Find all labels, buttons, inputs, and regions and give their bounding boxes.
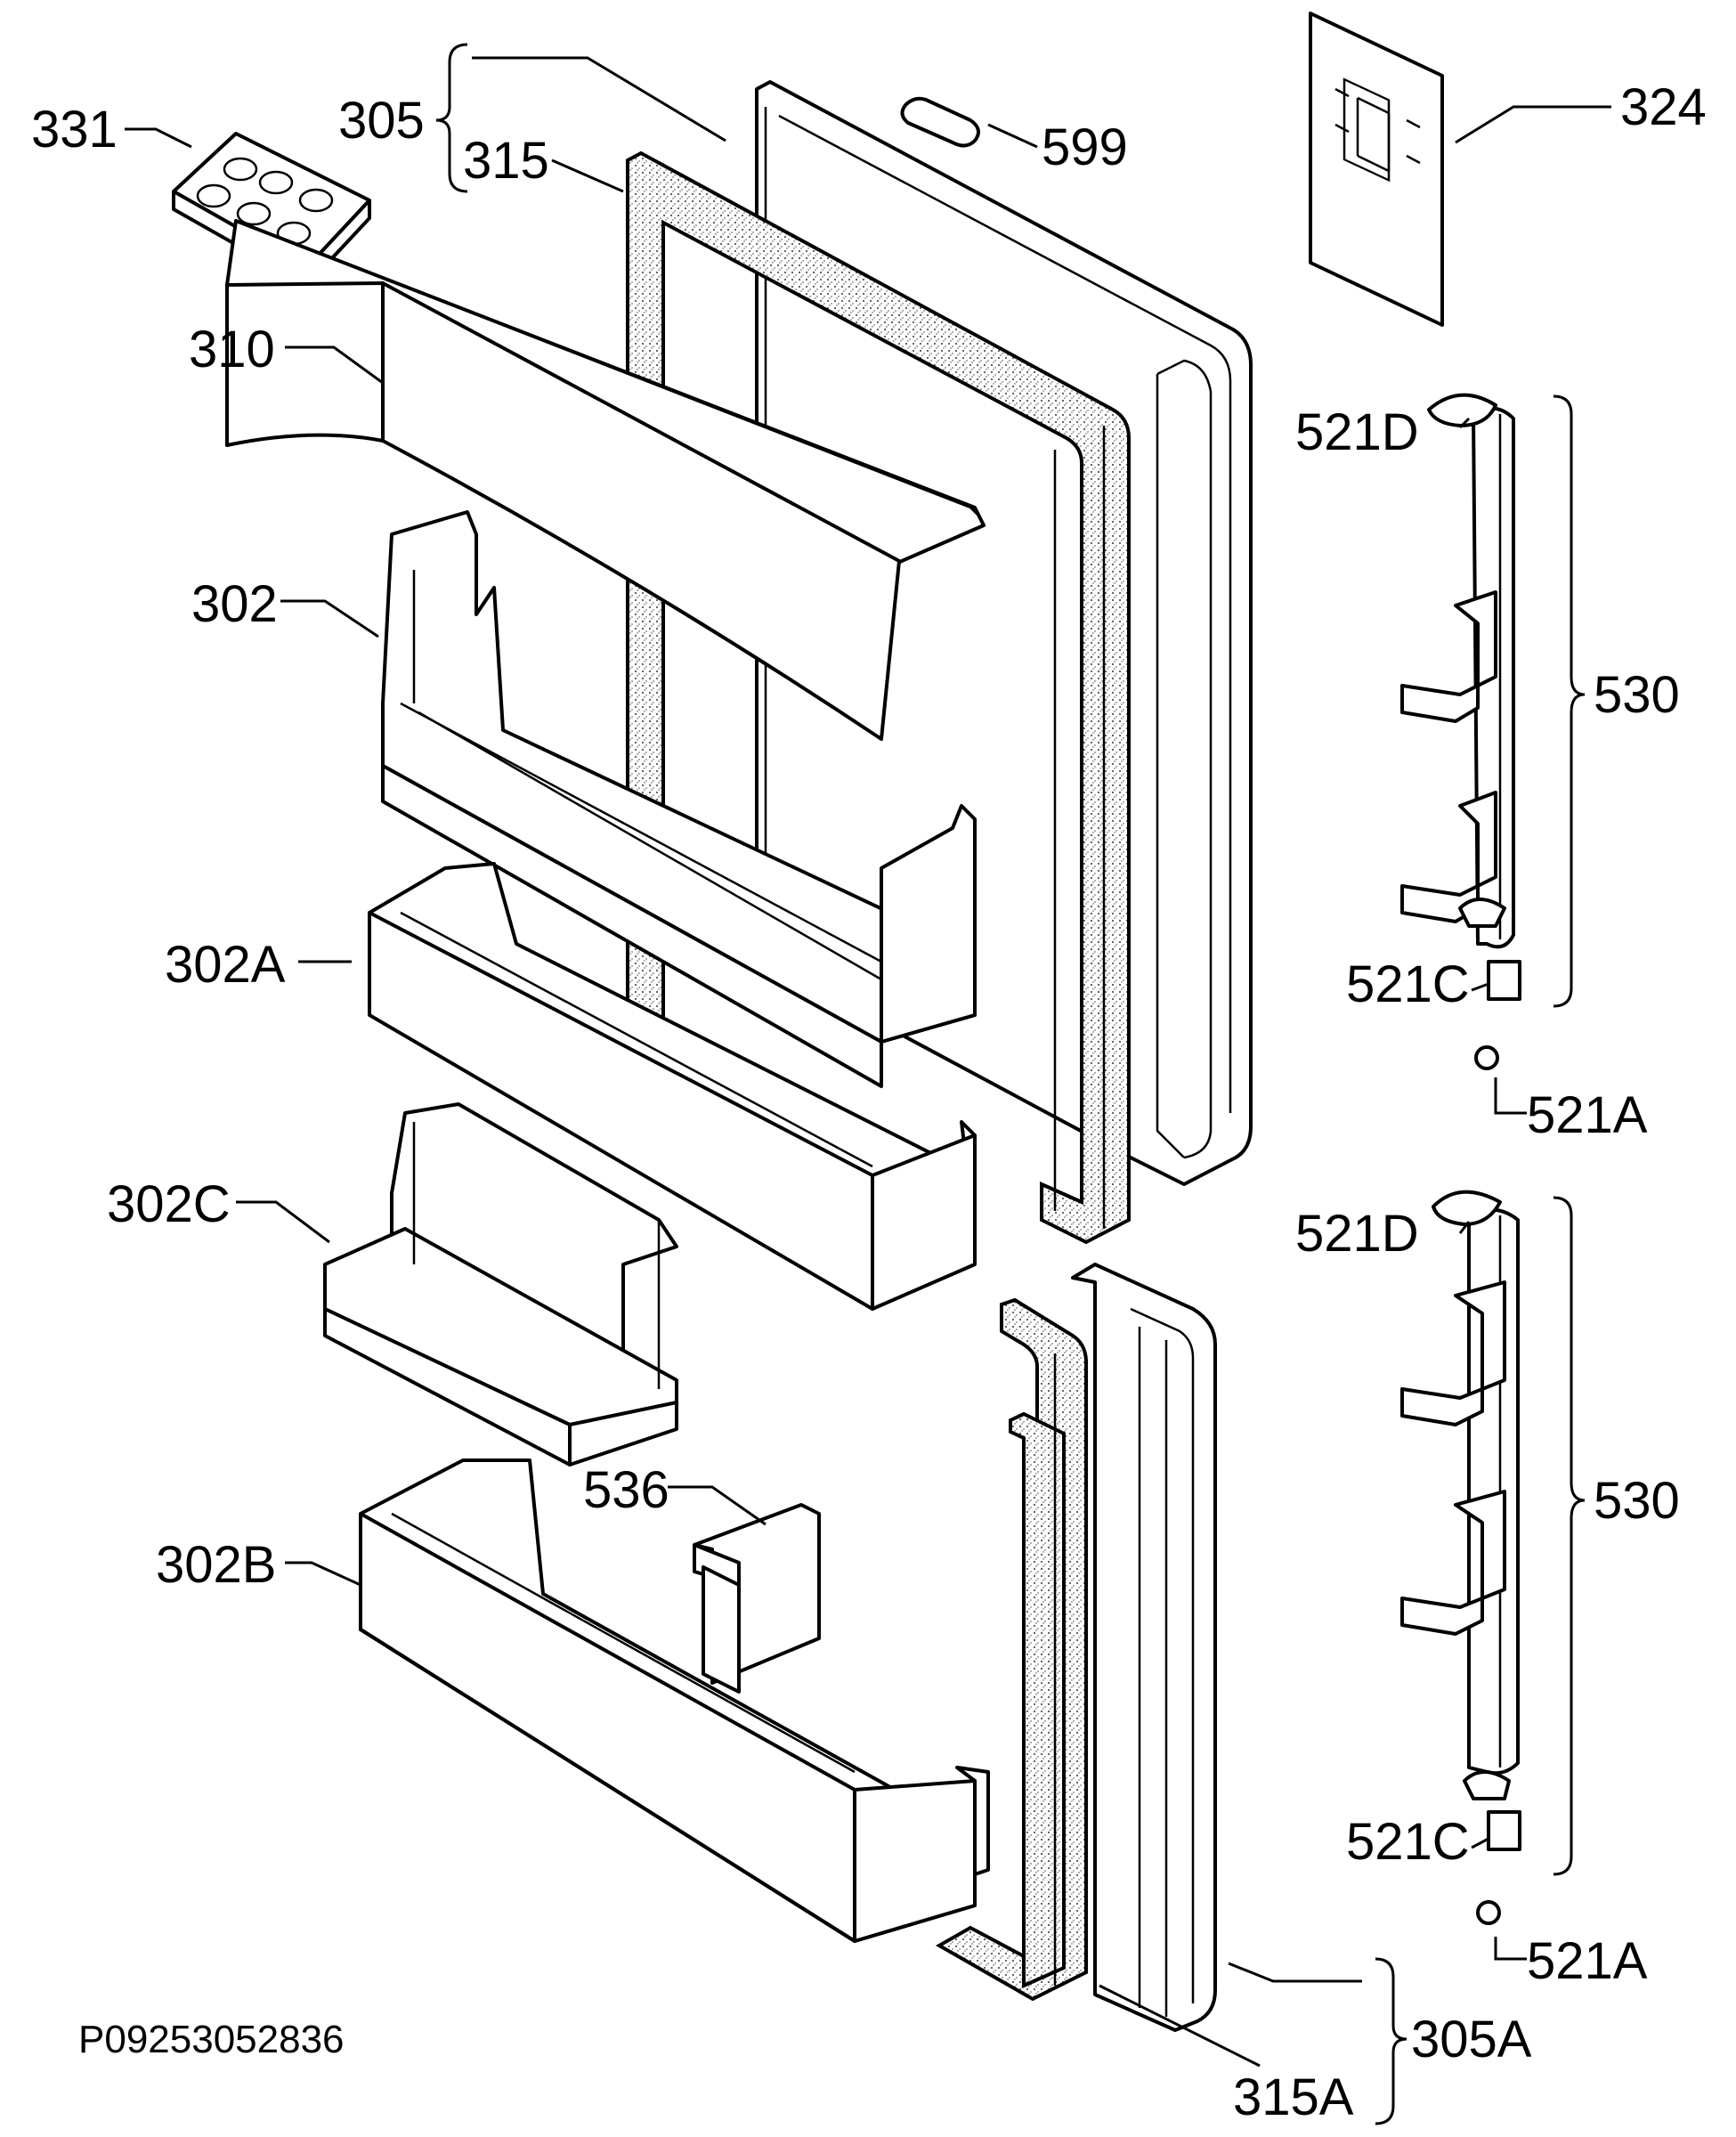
label-302b: 302B xyxy=(156,1536,276,1594)
label-310: 310 xyxy=(189,321,275,378)
label-315a: 315A xyxy=(1233,2068,1354,2126)
label-305: 305 xyxy=(338,92,425,150)
label-331: 331 xyxy=(31,101,118,158)
hinge-530-top xyxy=(1400,393,1521,1070)
door-shelf-302B xyxy=(359,1459,990,1943)
label-315: 315 xyxy=(463,132,549,190)
label-521a-top: 521A xyxy=(1527,1086,1648,1144)
label-521c-bot: 521C xyxy=(1346,1813,1470,1871)
lower-door-gasket xyxy=(935,1297,1088,2002)
label-530-bot: 530 xyxy=(1594,1472,1680,1530)
lower-door-panel xyxy=(1071,1263,1217,2032)
label-302: 302 xyxy=(191,575,278,633)
label-521a-bot: 521A xyxy=(1527,1932,1648,1990)
door-shelf-302A xyxy=(368,862,977,1311)
door-shelf-302C xyxy=(323,1102,678,1467)
pin-599 xyxy=(900,96,980,148)
part-536 xyxy=(693,1503,821,1694)
reference-number: P09253052836 xyxy=(78,2018,345,2061)
hinge-530-bottom xyxy=(1400,1190,1521,1925)
label-521d-top: 521D xyxy=(1295,403,1419,461)
label-521d-bot: 521D xyxy=(1295,1205,1419,1263)
braces xyxy=(435,43,1586,2125)
label-536: 536 xyxy=(583,1461,669,1519)
dairy-flap-310 xyxy=(225,219,986,741)
label-302c: 302C xyxy=(107,1175,231,1233)
leader-lines xyxy=(125,56,1611,2068)
label-530-top: 530 xyxy=(1594,666,1680,724)
upper-door-gasket xyxy=(626,150,1131,1245)
label-302a: 302A xyxy=(165,936,286,994)
part-labels: 331 305 315 599 324 310 302 521D 530 302… xyxy=(31,78,1707,2126)
label-599: 599 xyxy=(1042,118,1128,176)
door-shelf-302 xyxy=(381,510,977,1088)
label-305a: 305A xyxy=(1411,2011,1532,2068)
label-324: 324 xyxy=(1620,78,1707,136)
label-plate-324 xyxy=(1309,12,1444,327)
label-521c-top: 521C xyxy=(1346,955,1470,1013)
